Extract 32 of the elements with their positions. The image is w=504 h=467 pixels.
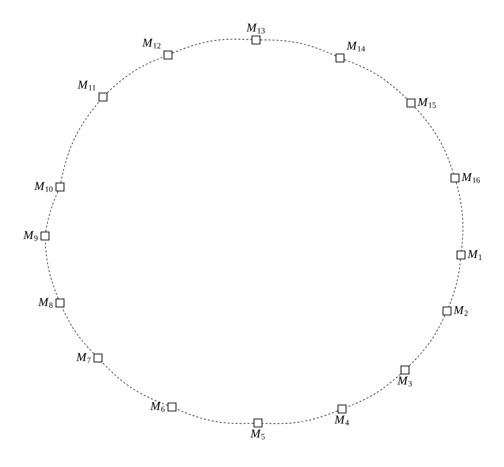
node-label: M$_{15}$ (417, 98, 436, 108)
dashed-arc (172, 38, 252, 54)
node-label: M$_{14}$ (346, 42, 366, 52)
node-label: M$_{7}$ (76, 353, 91, 363)
dashed-arc (414, 107, 454, 174)
dashed-arc (262, 410, 338, 424)
node-label: M$_{5}$ (250, 430, 265, 440)
dashed-arc (44, 240, 59, 299)
dashed-arc (107, 56, 164, 94)
node-label: M$_{3}$ (397, 376, 412, 386)
dashed-arc (448, 259, 461, 307)
node-label: M$_{6}$ (150, 402, 165, 412)
node-label: M$_{4}$ (334, 416, 349, 426)
dashed-arc (62, 307, 94, 354)
node-label: M$_{1}$ (467, 250, 482, 260)
node-label: M$_{13}$ (246, 24, 265, 34)
dashed-arc (346, 374, 401, 408)
dashed-arc (344, 59, 407, 99)
dashed-arc (60, 101, 100, 183)
node-label: M$_{11}$ (78, 80, 96, 90)
node-label: M$_{12}$ (142, 38, 160, 48)
node-label: M$_{2}$ (453, 306, 468, 316)
node-label: M$_{9}$ (23, 231, 38, 241)
node-label: M$_{10}$ (34, 182, 53, 192)
dashed-arc (45, 191, 58, 232)
dashed-arc (260, 40, 336, 56)
node-label: M$_{8}$ (38, 298, 53, 308)
dashed-arc (176, 408, 254, 424)
node-label: M$_{16}$ (461, 173, 480, 183)
dashed-arc (102, 362, 168, 406)
dashed-arc (409, 315, 446, 366)
dashed-arc (456, 182, 464, 251)
